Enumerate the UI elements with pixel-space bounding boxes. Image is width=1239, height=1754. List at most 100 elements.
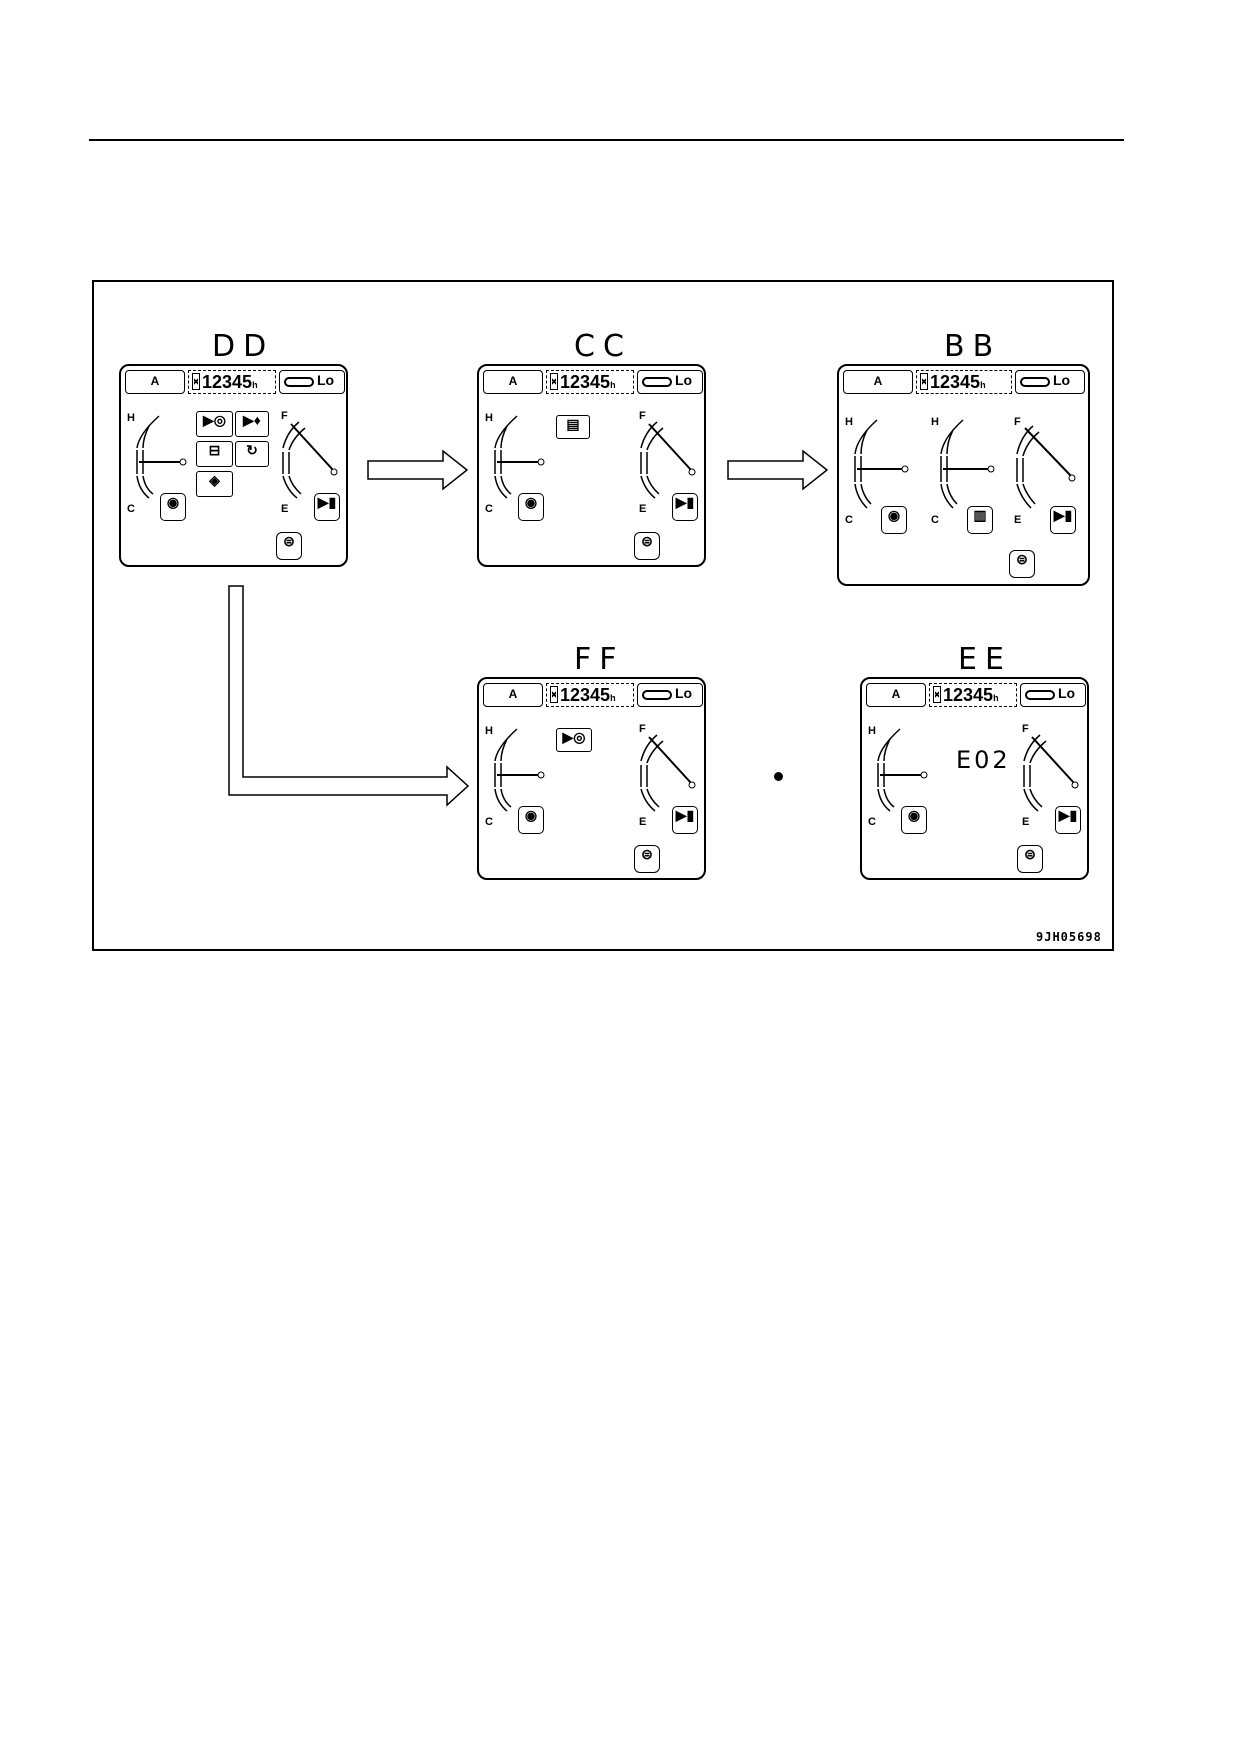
service-meter: 12345h [929, 683, 1017, 707]
monitor-panel-ee: A 12345h Lo H C F E E02 ◉ ▶▮ ⊜ [860, 677, 1089, 880]
coolant-gauge-arc [854, 419, 878, 509]
coolant-gauge-arc [494, 728, 518, 812]
monitor-panel-cc: A 12345h Lo H C F E ▤ ◉ ▶▮ ⊜ [477, 364, 706, 567]
hydraulic-needle-pivot [987, 465, 995, 473]
coolant-temperature-icon: ◉ [901, 806, 927, 834]
header-rule [89, 139, 1124, 141]
fuel-gauge-f: F [639, 723, 646, 735]
coolant-gauge-h: H [485, 725, 493, 737]
fuel-level-icon: ▶▮ [672, 806, 698, 834]
travel-speed-display: Lo [637, 683, 703, 707]
coolant-gauge-c: C [485, 503, 493, 515]
coolant-gauge-h: H [868, 725, 876, 737]
fuel-gauge-needle [648, 736, 692, 784]
fuel-gauge-e: E [1014, 514, 1022, 526]
fuel-level-icon: ▶▮ [1055, 806, 1081, 834]
coolant-gauge-c: C [868, 816, 876, 828]
travel-speed-value: Lo [1053, 372, 1071, 388]
gauges-svg [877, 728, 1079, 812]
service-meter-unit: h [610, 380, 616, 390]
arrow-dd-to-ff [228, 585, 470, 807]
arrow-cc-to-bb [727, 449, 829, 491]
panel-label-dd: DD [212, 329, 275, 364]
service-meter-value: 12345 [202, 372, 253, 392]
track-icon [642, 377, 672, 387]
track-icon [1025, 690, 1055, 700]
fuel-needle-pivot [330, 468, 338, 476]
coolant-needle-pivot [920, 771, 928, 779]
fuel-gauge-f: F [1022, 723, 1029, 735]
working-mode-display: A [125, 370, 185, 394]
panel-label-cc: CC [574, 329, 632, 364]
hydraulic-oil-icon: ◈ [196, 471, 233, 497]
engine-icon: ⊜ [1009, 550, 1035, 578]
fuel-gauge-e: E [1022, 816, 1030, 828]
engine-oil-pressure-icon: ▶◎ [556, 728, 592, 752]
coolant-gauge-c: C [127, 503, 135, 515]
error-code-display: E02 [956, 746, 1011, 774]
fuel-gauge-f: F [281, 410, 288, 422]
hourglass-icon [920, 373, 928, 390]
coolant-needle-pivot [179, 458, 187, 466]
fuel-level-icon: ▶▮ [1050, 506, 1076, 534]
service-meter-value: 12345 [560, 372, 611, 392]
travel-speed-value: Lo [675, 372, 693, 388]
figure-frame [92, 280, 1114, 951]
separator-dot [774, 772, 783, 781]
service-meter-unit: h [993, 693, 999, 703]
panel-label-ff: FF [574, 642, 625, 677]
hydraulic-oil-temperature-icon: ▥ [967, 506, 993, 534]
engine-oil-pressure-icon: ▶◎ [196, 411, 233, 437]
coolant-gauge-arc [136, 415, 160, 499]
panel-label-ee: EE [958, 642, 1012, 677]
fuel-needle-pivot [1071, 781, 1079, 789]
hourglass-icon [550, 373, 558, 390]
gauges-svg [854, 419, 1076, 509]
coolant-gauge-h: H [127, 412, 135, 424]
service-meter: 12345h [546, 370, 634, 394]
hydraulic-gauge-c: C [931, 514, 939, 526]
fuel-gauge-arc [1023, 734, 1047, 812]
service-meter-unit: h [252, 380, 258, 390]
service-meter-value: 12345 [930, 372, 981, 392]
coolant-gauge-c: C [485, 816, 493, 828]
hourglass-icon [550, 686, 558, 703]
fuel-needle-pivot [688, 468, 696, 476]
engine-icon: ⊜ [1017, 845, 1043, 873]
coolant-gauge-h: H [485, 412, 493, 424]
fuel-gauge-f: F [639, 410, 646, 422]
fuel-needle-pivot [1068, 474, 1076, 482]
battery-charge-icon: ⊟ [196, 441, 233, 467]
fuel-gauge-arc [640, 421, 664, 499]
monitor-panel-dd: A 12345h Lo H C F E ▶◎ ▶♦ ⊟ ↻ ◈ ◉ ▶▮ ⊜ [119, 364, 348, 567]
travel-speed-value: Lo [317, 372, 335, 388]
coolant-gauge-c: C [845, 514, 853, 526]
travel-speed-value: Lo [1058, 685, 1076, 701]
fuel-level-icon: ▶▮ [672, 493, 698, 521]
panel-label-bb: BB [944, 329, 1002, 364]
gauges-svg [494, 415, 696, 499]
fuel-level-icon: ▶▮ [314, 493, 340, 521]
hourglass-icon [192, 373, 200, 390]
fuel-gauge-e: E [639, 816, 647, 828]
service-meter: 12345h [188, 370, 276, 394]
monitor-panel-bb: A 12345h Lo H C H C F E ◉ ▥ ▶▮ ⊜ [837, 364, 1090, 586]
service-meter-unit: h [610, 693, 616, 703]
coolant-temperature-icon: ◉ [160, 493, 186, 521]
working-mode-display: A [483, 683, 543, 707]
gauges-svg [136, 415, 338, 499]
travel-speed-value: Lo [675, 685, 693, 701]
travel-speed-display: Lo [279, 370, 345, 394]
travel-speed-display: Lo [1015, 370, 1085, 394]
working-mode-display: A [483, 370, 543, 394]
figure-id: 9JH05698 [1036, 930, 1102, 944]
fuel-gauge-arc [640, 734, 664, 812]
service-meter-unit: h [980, 380, 986, 390]
coolant-needle-pivot [537, 458, 545, 466]
service-meter-value: 12345 [943, 685, 994, 705]
service-meter: 12345h [916, 370, 1012, 394]
coolant-needle-pivot [537, 771, 545, 779]
track-icon [1020, 377, 1050, 387]
coolant-needle-pivot [901, 465, 909, 473]
fuel-gauge-needle [1031, 736, 1075, 784]
